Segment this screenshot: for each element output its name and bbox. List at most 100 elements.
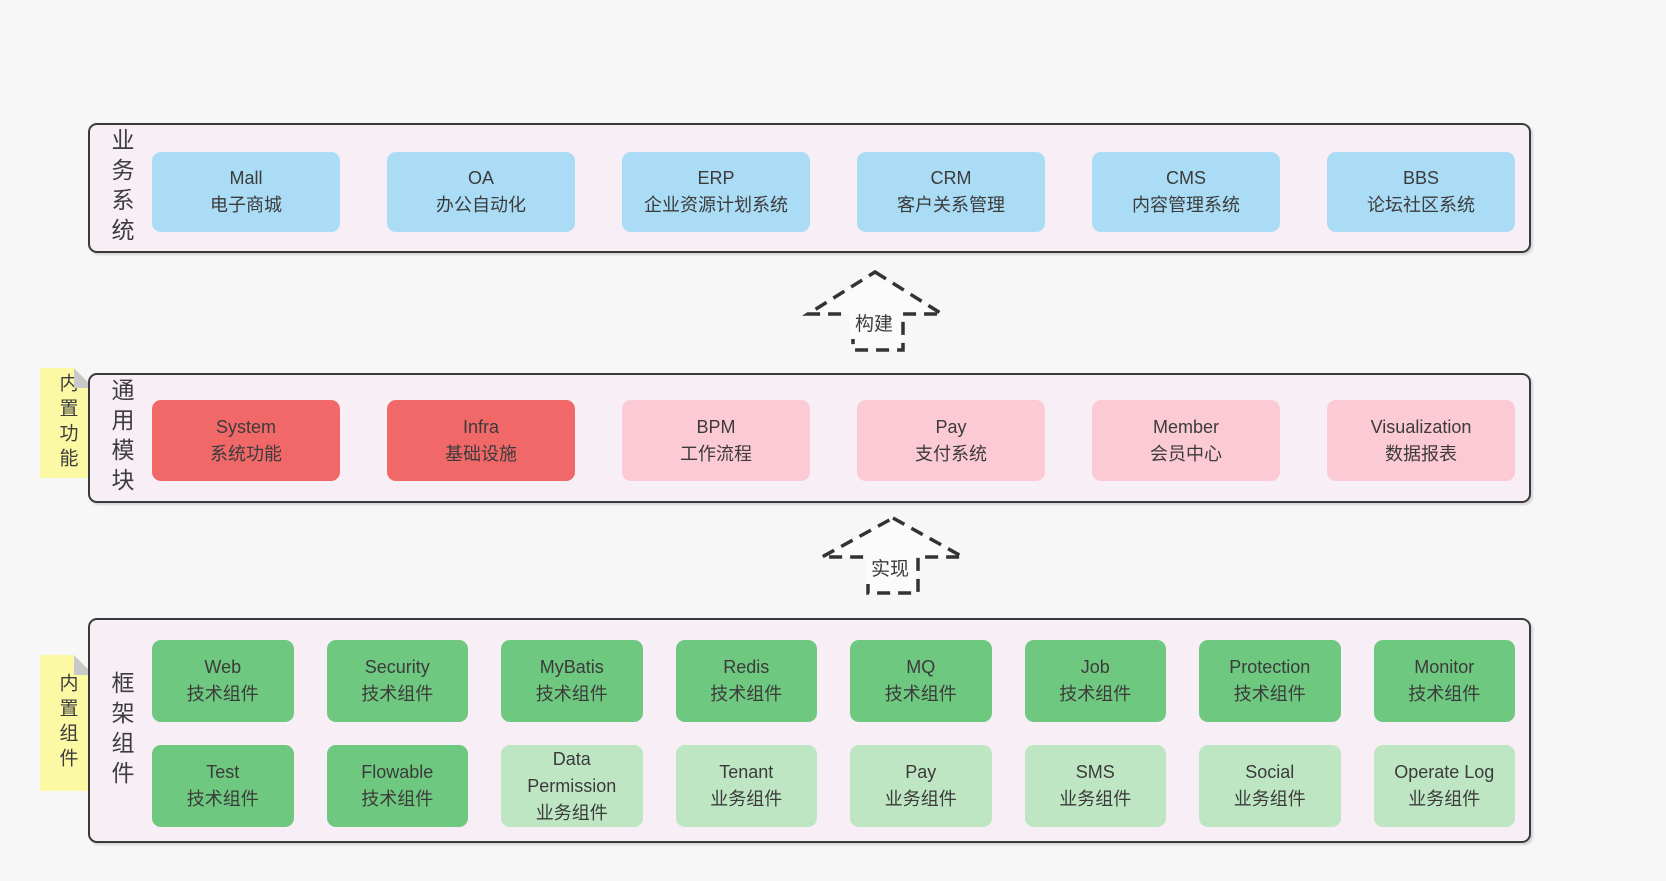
layer-title-components: 框架组件 — [90, 620, 152, 841]
sticky-note-builtin-components: 内置组件 — [40, 655, 94, 791]
box-desc: 内容管理系统 — [1132, 195, 1240, 215]
box-crm: CRM 客户关系管理 — [857, 152, 1045, 232]
layer-framework-components: 框架组件 Web 技术组件 Security 技术组件 MyBatis 技术组件… — [88, 618, 1531, 843]
layer-title-text: 业务系统 — [108, 128, 134, 248]
box-desc: 电子商城 — [210, 195, 282, 215]
box-infra: Infra 基础设施 — [387, 400, 575, 481]
box-desc: 业务组件 — [710, 789, 783, 809]
box-flowable: Flowable 技术组件 — [326, 745, 468, 827]
box-name: SMS — [1075, 762, 1115, 782]
box-oa: OA 办公自动化 — [387, 152, 575, 232]
box-desc: 办公自动化 — [436, 195, 526, 215]
box-redis: Redis 技术组件 — [675, 640, 817, 722]
box-pay-component: Pay 业务组件 — [850, 745, 992, 827]
box-name: CRM — [930, 168, 972, 188]
layer-title-text: 通用模块 — [108, 378, 134, 498]
box-name: Web — [204, 657, 242, 677]
sticky-note-builtin-features: 内置功能 — [40, 368, 94, 478]
box-social: Social 业务组件 — [1199, 745, 1341, 827]
modules-box-row: System 系统功能 Infra 基础设施 BPM 工作流程 Pay 支付系统… — [152, 400, 1515, 481]
box-name: Test — [206, 762, 240, 782]
box-desc: 业务组件 — [1233, 789, 1306, 809]
box-name: Protection — [1229, 657, 1311, 677]
box-test: Test 技术组件 — [152, 745, 294, 827]
layer-common-modules: 通用模块 System 系统功能 Infra 基础设施 BPM 工作流程 Pay… — [88, 373, 1531, 503]
box-desc: 业务组件 — [1408, 789, 1481, 809]
box-name: Pay — [935, 416, 967, 437]
box-name: Security — [364, 657, 430, 677]
box-mybatis: MyBatis 技术组件 — [501, 640, 643, 722]
box-desc: 技术组件 — [1408, 684, 1481, 704]
arrow-label-build: 构建 — [849, 306, 900, 339]
box-monitor: Monitor 技术组件 — [1373, 640, 1515, 722]
box-name: Infra — [462, 416, 500, 437]
box-desc: 业务组件 — [884, 789, 957, 809]
box-protection: Protection 技术组件 — [1199, 640, 1341, 722]
box-security: Security 技术组件 — [326, 640, 468, 722]
box-bbs: BBS 论坛社区系统 — [1327, 152, 1515, 232]
box-name: ERP — [697, 168, 735, 188]
box-desc: 技术组件 — [186, 789, 259, 809]
box-data-permission: Data Permission 业务组件 — [501, 745, 643, 827]
box-member: Member 会员中心 — [1092, 400, 1280, 481]
box-name: OA — [467, 168, 494, 188]
layer-business-systems: 业务系统 Mall 电子商城 OA 办公自动化 ERP 企业资源计划系统 CRM… — [88, 123, 1531, 253]
box-name: MQ — [906, 657, 936, 677]
box-desc: 技术组件 — [1059, 684, 1132, 704]
layer-title-text: 框架组件 — [108, 670, 134, 791]
box-desc: 技术组件 — [535, 684, 608, 704]
box-desc: 数据报表 — [1385, 443, 1457, 464]
box-name: Visualization — [1370, 416, 1472, 437]
layer-title-business: 业务系统 — [90, 125, 152, 251]
box-desc: 论坛社区系统 — [1367, 195, 1475, 215]
box-name: Tenant — [719, 762, 774, 782]
box-sms: SMS 业务组件 — [1024, 745, 1166, 827]
layer-title-modules: 通用模块 — [90, 375, 152, 501]
box-name: Redis — [723, 657, 770, 677]
box-web: Web 技术组件 — [152, 640, 294, 722]
box-desc: 技术组件 — [884, 684, 957, 704]
components-box-row-1: Web 技术组件 Security 技术组件 MyBatis 技术组件 Redi… — [152, 640, 1515, 722]
box-desc: 基础设施 — [445, 443, 517, 464]
box-name: Mall — [229, 168, 263, 188]
box-tenant: Tenant 业务组件 — [675, 745, 817, 827]
box-desc: 技术组件 — [361, 684, 434, 704]
box-visualization: Visualization 数据报表 — [1327, 400, 1515, 481]
box-name: Operate Log — [1394, 762, 1495, 782]
box-name: Job — [1080, 657, 1110, 677]
box-operate-log: Operate Log 业务组件 — [1373, 745, 1515, 827]
box-desc: 系统功能 — [210, 443, 282, 464]
box-name: Pay — [905, 762, 937, 782]
box-desc: 业务组件 — [1059, 789, 1132, 809]
box-name: CMS — [1166, 168, 1206, 188]
box-cms: CMS 内容管理系统 — [1092, 152, 1280, 232]
box-erp: ERP 企业资源计划系统 — [622, 152, 810, 232]
box-name: System — [215, 416, 276, 437]
box-name: Data Permission — [527, 748, 617, 796]
box-desc: 业务组件 — [535, 802, 608, 823]
box-mq: MQ 技术组件 — [850, 640, 992, 722]
box-desc: 技术组件 — [361, 789, 434, 809]
box-name: BBS — [1402, 168, 1440, 188]
business-box-row: Mall 电子商城 OA 办公自动化 ERP 企业资源计划系统 CRM 客户关系… — [152, 152, 1515, 232]
box-name: Monitor — [1414, 657, 1475, 677]
sticky-note-label: 内置功能 — [56, 373, 78, 473]
components-box-row-2: Test 技术组件 Flowable 技术组件 Data Permission … — [152, 745, 1515, 827]
box-system: System 系统功能 — [152, 400, 340, 481]
box-desc: 工作流程 — [680, 443, 752, 464]
box-name: MyBatis — [539, 657, 604, 677]
box-pay-module: Pay 支付系统 — [857, 400, 1045, 481]
box-desc: 技术组件 — [1233, 684, 1306, 704]
sticky-note-label: 内置组件 — [56, 673, 78, 773]
arrow-label-implement: 实现 — [865, 551, 916, 584]
box-desc: 客户关系管理 — [897, 195, 1005, 215]
box-name: Flowable — [361, 762, 434, 782]
box-desc: 企业资源计划系统 — [644, 195, 788, 215]
box-desc: 技术组件 — [186, 684, 259, 704]
box-mall: Mall 电子商城 — [152, 152, 340, 232]
box-name: Social — [1245, 762, 1295, 782]
box-bpm: BPM 工作流程 — [622, 400, 810, 481]
box-desc: 技术组件 — [710, 684, 783, 704]
box-desc: 支付系统 — [915, 443, 987, 464]
